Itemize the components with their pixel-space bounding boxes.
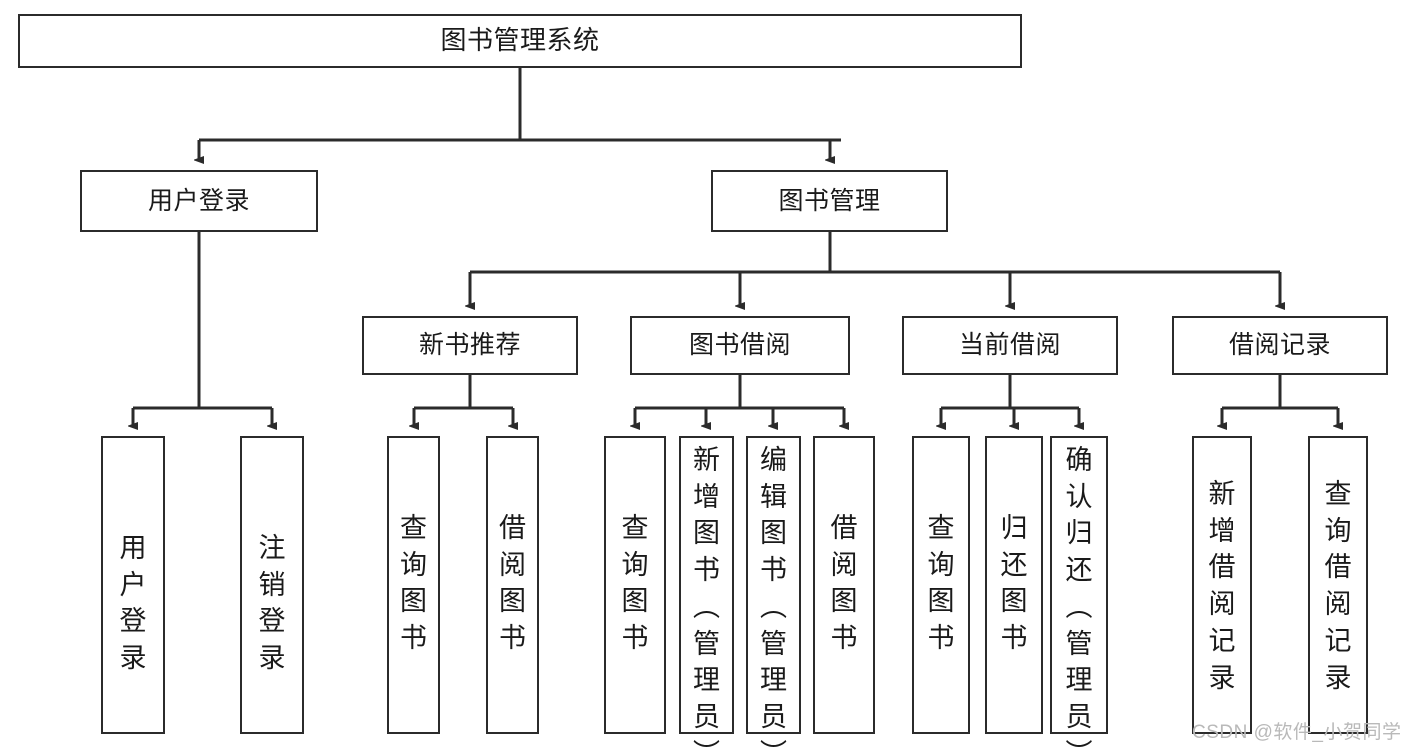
node-new-book-recommend-label: 新书推荐	[418, 331, 521, 360]
node-leaf-add-record[interactable]: 新 增 借 阅 记 录	[1192, 436, 1252, 734]
node-current-borrow[interactable]: 当前借阅	[902, 316, 1118, 375]
node-leaf-user-login[interactable]: 用 户 登 录	[101, 436, 165, 734]
node-current-borrow-label: 当前借阅	[958, 331, 1061, 360]
node-leaf-query-book-3-label: 查 询 图 书	[927, 513, 955, 654]
node-user-login-label: 用户登录	[147, 186, 250, 215]
node-leaf-query-book-2[interactable]: 查 询 图 书	[604, 436, 666, 734]
node-leaf-add-book[interactable]: 新 增 图 书 ︵ 管 理 员 ︶	[679, 436, 734, 747]
node-leaf-logout[interactable]: 注 销 登 录	[240, 436, 304, 734]
node-root-label: 图书管理系统	[440, 25, 600, 56]
node-leaf-logout-label: 注 销 登 录	[258, 533, 286, 674]
node-borrow-record-label: 借阅记录	[1228, 331, 1331, 360]
node-user-login[interactable]: 用户登录	[80, 170, 318, 232]
node-book-borrow-label: 图书借阅	[688, 331, 791, 360]
node-leaf-borrow-book-2-label: 借 阅 图 书	[830, 513, 858, 654]
node-new-book-recommend[interactable]: 新书推荐	[362, 316, 578, 375]
node-leaf-query-record[interactable]: 查 询 借 阅 记 录	[1308, 436, 1368, 734]
node-leaf-edit-book-label: 编 辑 图 书 ︵ 管 理 员 ︶	[760, 445, 787, 747]
node-leaf-query-book-3[interactable]: 查 询 图 书	[912, 436, 970, 734]
node-leaf-edit-book[interactable]: 编 辑 图 书 ︵ 管 理 员 ︶	[746, 436, 801, 747]
node-leaf-borrow-book-1-label: 借 阅 图 书	[499, 513, 526, 654]
node-leaf-borrow-book-1[interactable]: 借 阅 图 书	[486, 436, 539, 734]
node-book-manage-label: 图书管理	[778, 186, 881, 215]
node-root[interactable]: 图书管理系统	[18, 14, 1022, 68]
csdn-watermark: CSDN @软件_小贺同学	[1192, 722, 1402, 743]
node-leaf-query-book-2-label: 查 询 图 书	[621, 513, 649, 654]
node-borrow-record[interactable]: 借阅记录	[1172, 316, 1388, 375]
node-leaf-confirm-return-label: 确 认 归 还 ︵ 管 理 员 ︶	[1065, 445, 1093, 747]
node-leaf-return-book[interactable]: 归 还 图 书	[985, 436, 1043, 734]
node-leaf-user-login-label: 用 户 登 录	[119, 533, 147, 674]
node-leaf-query-book-1-label: 查 询 图 书	[400, 513, 427, 654]
node-leaf-borrow-book-2[interactable]: 借 阅 图 书	[813, 436, 875, 734]
node-leaf-confirm-return[interactable]: 确 认 归 还 ︵ 管 理 员 ︶	[1050, 436, 1108, 747]
node-leaf-query-book-1[interactable]: 查 询 图 书	[387, 436, 440, 734]
node-leaf-query-record-label: 查 询 借 阅 记 录	[1324, 479, 1352, 693]
node-leaf-add-record-label: 新 增 借 阅 记 录	[1208, 479, 1236, 693]
node-book-manage[interactable]: 图书管理	[711, 170, 948, 232]
node-leaf-add-book-label: 新 增 图 书 ︵ 管 理 员 ︶	[693, 445, 720, 747]
node-leaf-return-book-label: 归 还 图 书	[1000, 513, 1028, 654]
node-book-borrow[interactable]: 图书借阅	[630, 316, 850, 375]
